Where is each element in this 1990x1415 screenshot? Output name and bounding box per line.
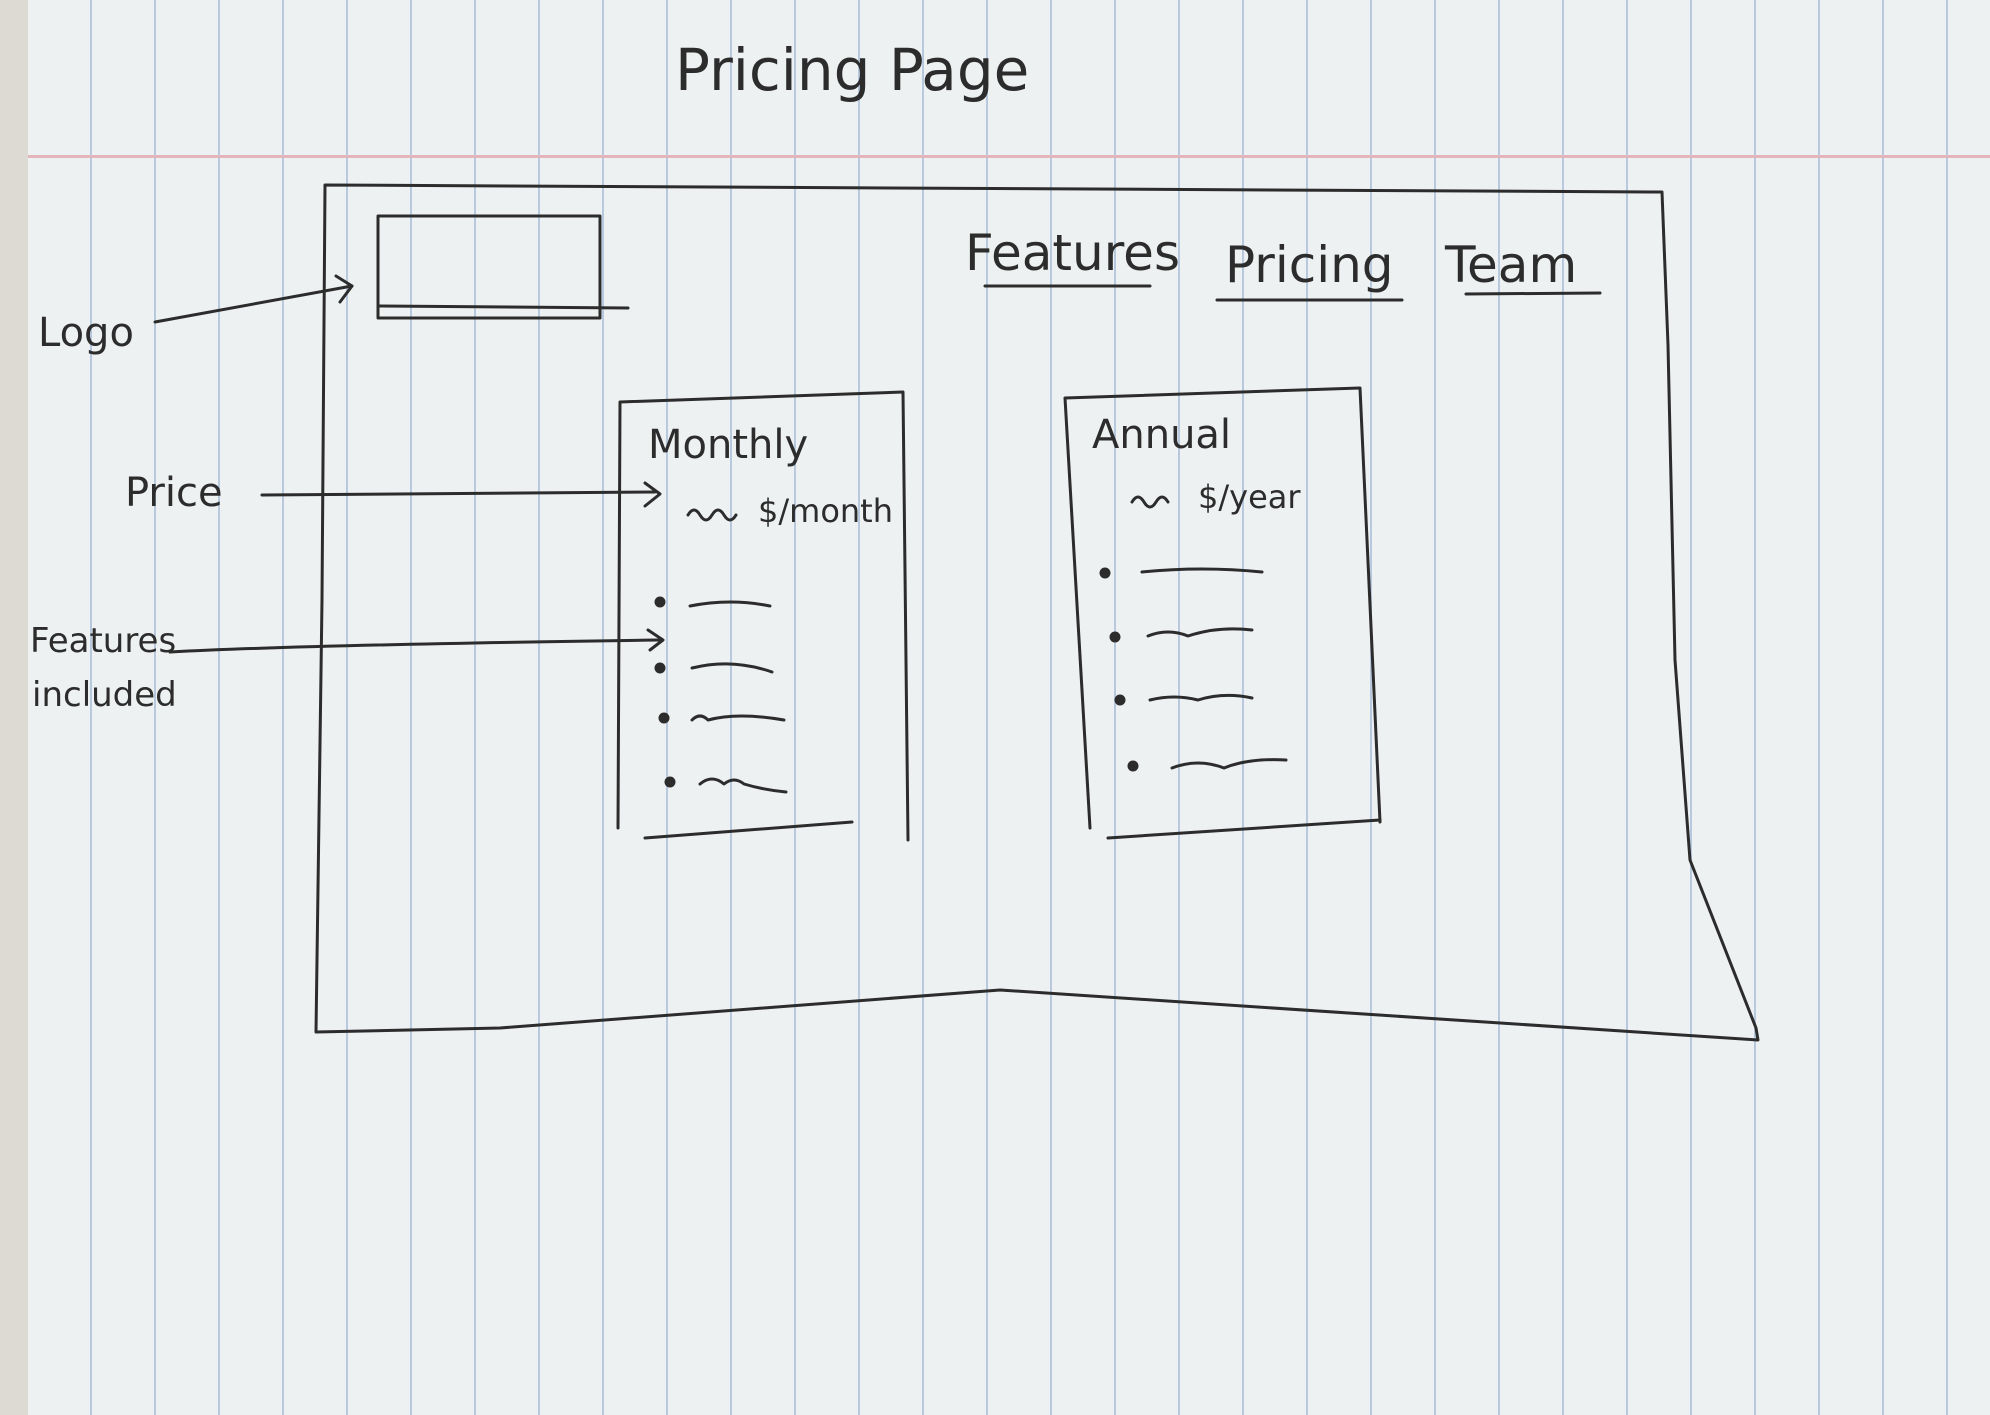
annotation-features-included: Features included <box>30 621 665 715</box>
feature-item-scribble <box>1146 627 1254 638</box>
feature-list <box>654 596 788 794</box>
page-frame <box>314 183 1760 1042</box>
bullet-icon <box>658 712 670 724</box>
feature-item-scribble <box>688 600 772 608</box>
feature-item-scribble <box>690 714 786 722</box>
nav-item-label: Features <box>965 224 1180 282</box>
feature-list <box>1099 567 1288 772</box>
arrow-head-icon <box>646 628 665 652</box>
page-title: Pricing Page <box>675 36 1029 104</box>
logo-placeholder <box>376 214 630 320</box>
feature-item-scribble <box>1148 693 1254 702</box>
feature-item-scribble <box>698 777 788 794</box>
arrow-line <box>260 490 657 497</box>
nav-item-team[interactable]: Team <box>1444 236 1602 296</box>
nav-item-label: Pricing <box>1225 236 1394 294</box>
bullet-icon <box>1109 631 1121 643</box>
arrow-head-icon <box>334 274 354 304</box>
bullet-icon <box>664 776 676 788</box>
annotation-label: included <box>32 675 177 715</box>
nav: Features Pricing Team <box>965 224 1602 302</box>
annotation-label: Price <box>125 470 223 516</box>
pricing-card-monthly: Monthly $/month <box>616 390 910 842</box>
bullet-icon <box>1114 694 1126 706</box>
nav-item-label: Team <box>1444 236 1577 294</box>
price-amount-scribble <box>1130 495 1170 509</box>
bullet-icon <box>654 662 666 674</box>
annotation-label: Logo <box>38 310 134 356</box>
arrow-line <box>153 284 354 324</box>
annotation-price: Price <box>125 470 662 516</box>
arrow-head-icon <box>643 481 662 508</box>
bullet-icon <box>654 596 666 608</box>
pricing-card-annual: Annual $/year <box>1063 386 1382 840</box>
bullet-icon <box>1099 567 1111 579</box>
feature-item-scribble <box>1170 758 1288 770</box>
annotation-label: Features <box>30 621 176 661</box>
nav-item-pricing[interactable]: Pricing <box>1215 236 1404 302</box>
feature-item-scribble <box>690 662 774 674</box>
feature-item-scribble <box>1140 567 1264 574</box>
bullet-icon <box>1127 760 1139 772</box>
price-amount-scribble <box>686 508 738 522</box>
annotation-logo: Logo <box>38 274 354 356</box>
price-unit: $/month <box>758 492 893 530</box>
nav-item-features[interactable]: Features <box>965 224 1180 288</box>
plan-name: Annual <box>1092 412 1231 458</box>
price-unit: $/year <box>1198 478 1301 516</box>
arrow-line <box>168 638 662 654</box>
plan-name: Monthly <box>648 422 808 468</box>
